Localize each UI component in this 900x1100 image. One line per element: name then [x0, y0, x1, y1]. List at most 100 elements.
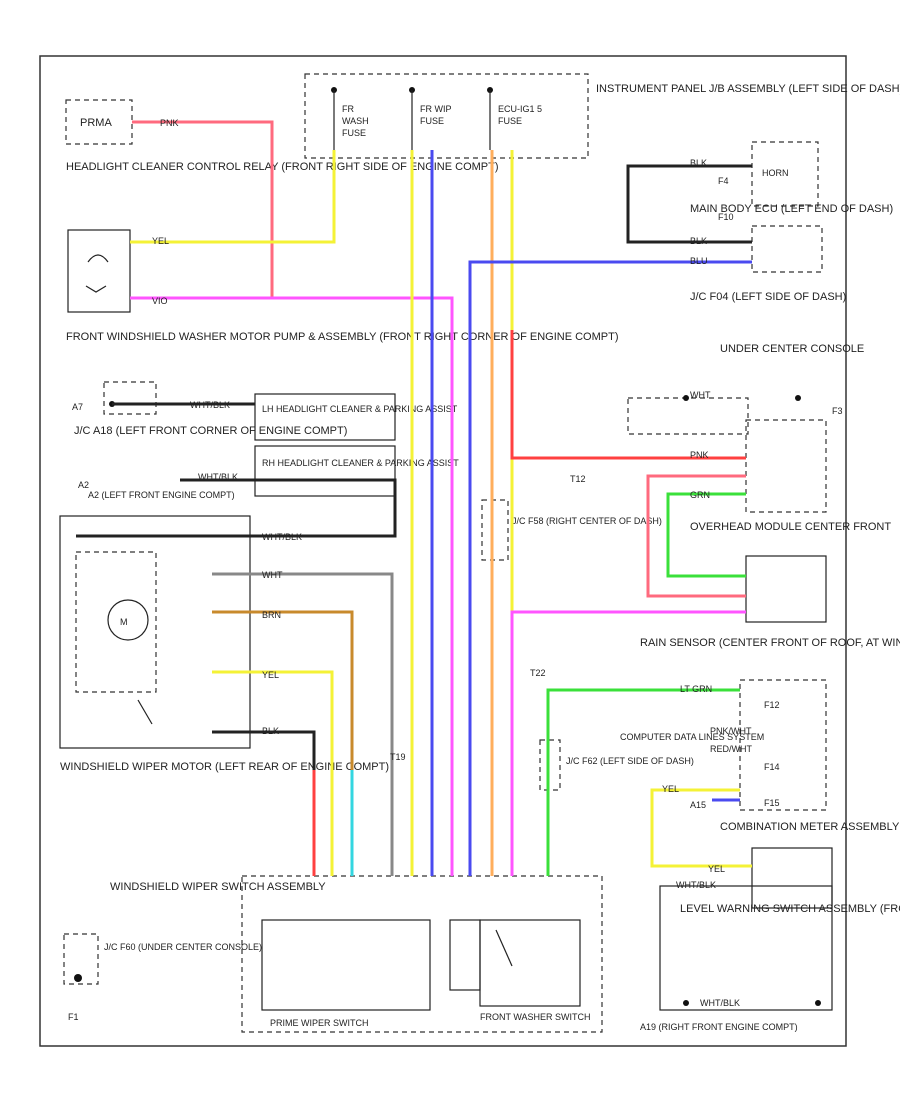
pin-t22: T22 — [530, 668, 546, 678]
wire-pnk-relay — [132, 120, 274, 298]
wire-grn-console — [666, 492, 746, 578]
jc-f60-label: J/C F60 (UNDER CENTER CONSOLE) — [104, 942, 262, 952]
pin-a7: A7 — [72, 402, 83, 412]
jc-right-center-box — [481, 499, 509, 561]
svg-text:FR WIP: FR WIP — [420, 104, 452, 114]
relay-coil-icon — [87, 254, 109, 263]
wire-label-yel-level: YEL — [708, 864, 725, 874]
connector-f3-box — [627, 397, 749, 435]
front-washer-switch-label: FRONT WASHER SWITCH — [480, 1012, 591, 1022]
washer-switch-box — [449, 919, 481, 991]
motor-icon — [107, 599, 149, 641]
wire-vio-overhead — [510, 610, 746, 876]
wire-red-console — [510, 330, 746, 460]
wire-label-pnk-wht: PNK/WHT — [710, 726, 752, 736]
jc-f60-box — [63, 933, 99, 985]
level-warning-box — [659, 885, 833, 1011]
wiper-motor-inner — [75, 551, 157, 693]
wire-label-blk-motor: BLK — [262, 726, 279, 736]
main-body-ecu-label: MAIN BODY ECU (LEFT END OF DASH) — [690, 203, 893, 215]
prime-switch-label: PRIME WIPER SWITCH — [270, 1018, 369, 1028]
wire-label-wht: WHT — [262, 570, 283, 580]
wire-blk-a2 — [76, 478, 397, 538]
wiper-switch-box — [241, 875, 603, 1033]
wire-label-blu-ecu: BLU — [690, 256, 708, 266]
wire-blk-motor — [212, 730, 316, 770]
wiper-motor-box — [59, 515, 251, 749]
fuse-b: FR WIP FUSE — [409, 87, 452, 150]
svg-text:FUSE: FUSE — [420, 116, 444, 126]
wire-label-wht-blk: WHT/BLK — [190, 400, 230, 410]
wiper-motor-label: WINDSHIELD WIPER MOTOR (LEFT REAR OF ENG… — [60, 761, 389, 773]
jc-left-side-label: J/C F62 (LEFT SIDE OF DASH) — [566, 756, 694, 766]
motor-symbol: M — [120, 617, 128, 627]
wire-label-blk-ecu: BLK — [690, 236, 707, 246]
wire-label-lt-grn: LT GRN — [680, 684, 712, 694]
svg-text:FUSE: FUSE — [342, 128, 366, 138]
wire-label-wht-blk-ground: WHT/BLK — [700, 998, 740, 1008]
svg-text:WASH: WASH — [342, 116, 369, 126]
wire-label-blk-horn: BLK — [690, 158, 707, 168]
jc-f04-label: J/C F04 (LEFT SIDE OF DASH) — [690, 291, 846, 303]
jc-a18-box — [103, 381, 157, 415]
washer-motor-label: FRONT WINDSHIELD WASHER MOTOR PUMP & ASS… — [66, 331, 619, 343]
rh-headlight-cleaner-box — [254, 445, 396, 497]
prma-label: PRMA — [80, 117, 112, 129]
wire-blk-horn — [626, 164, 752, 244]
wire-label-yel-meter: YEL — [662, 784, 679, 794]
wire-yel-meter — [650, 788, 752, 868]
svg-text:FR: FR — [342, 104, 354, 114]
wire-vio-relay — [130, 296, 454, 876]
pin-f1: F1 — [68, 1012, 79, 1022]
pin-f4: F4 — [718, 176, 729, 186]
wire-label-wht-blk-3: WHT/BLK — [262, 532, 302, 542]
diagram-frame — [39, 55, 847, 1047]
pin-f12: F12 — [764, 700, 780, 710]
horn-label: HORN — [762, 168, 789, 178]
headlight-relay-box — [67, 229, 131, 313]
jc-a18-label: J/C A18 (LEFT FRONT CORNER OF ENGINE COM… — [74, 425, 347, 437]
jc-left-side-box — [539, 739, 561, 791]
wiper-switch-label: WINDSHIELD WIPER SWITCH ASSEMBLY — [110, 881, 326, 893]
combination-meter-box — [751, 847, 833, 909]
ground-a2-label: A2 (LEFT FRONT ENGINE COMPT) — [88, 490, 235, 500]
pin-f10: F10 — [718, 212, 734, 222]
wire-label-red-wht: RED/WHT — [710, 744, 752, 754]
relay-contact-icon — [85, 285, 107, 293]
wire-label-brn: BRN — [262, 610, 281, 620]
prime-switch-box — [261, 919, 431, 1011]
wire-ltgrn-rain — [546, 688, 740, 876]
wire-pnk-console — [646, 474, 746, 598]
computer-data-label: COMPUTER DATA LINES SYSTEM — [620, 732, 764, 742]
fuse-c: ECU-IG1 5 FUSE — [487, 87, 542, 150]
wire-label-wht-blk-2: WHT/BLK — [198, 472, 238, 482]
level-warning-label: LEVEL WARNING SWITCH ASSEMBLY (FRONT RIG… — [680, 903, 900, 915]
fuse-box — [304, 73, 589, 159]
svg-text:FUSE: FUSE — [498, 116, 522, 126]
ground-a19-label: A19 (RIGHT FRONT ENGINE COMPT) — [640, 1022, 798, 1032]
wire-label-pnk-top: PNK — [160, 118, 179, 128]
wire-label-wht-blk-level: WHT/BLK — [676, 880, 716, 890]
rain-sensor-label: RAIN SENSOR (CENTER FRONT OF ROOF, AT WI… — [640, 637, 900, 649]
fuse-box-label: INSTRUMENT PANEL J/B ASSEMBLY (LEFT SIDE… — [596, 83, 900, 95]
under-console-label: UNDER CENTER CONSOLE — [720, 343, 864, 355]
overhead-module-box — [745, 555, 827, 623]
wire-group — [76, 120, 752, 876]
prma-box — [65, 99, 133, 145]
wire-label-pnk-console: PNK — [690, 450, 709, 460]
pin-t12: T12 — [570, 474, 586, 484]
rh-headlight-cleaner-label: RH HEADLIGHT CLEANER & PARKING ASSIST — [262, 458, 459, 468]
lh-headlight-cleaner-box — [254, 393, 396, 441]
horn-box — [751, 141, 819, 207]
fuse-a: FR WASH FUSE — [331, 87, 369, 150]
pin-a15: A15 — [690, 800, 706, 810]
wire-label-grn-console: GRN — [690, 490, 710, 500]
wire-label-yel-motor: YEL — [262, 670, 279, 680]
wire-label-wht-console: WHT — [690, 390, 711, 400]
wire-label-yel-relay: YEL — [152, 236, 169, 246]
jc-right-center-label: J/C F58 (RIGHT CENTER OF DASH) — [512, 516, 662, 526]
pin-t19: T19 — [390, 752, 406, 762]
pin-f14: F14 — [764, 762, 780, 772]
pin-a2: A2 — [78, 480, 89, 490]
